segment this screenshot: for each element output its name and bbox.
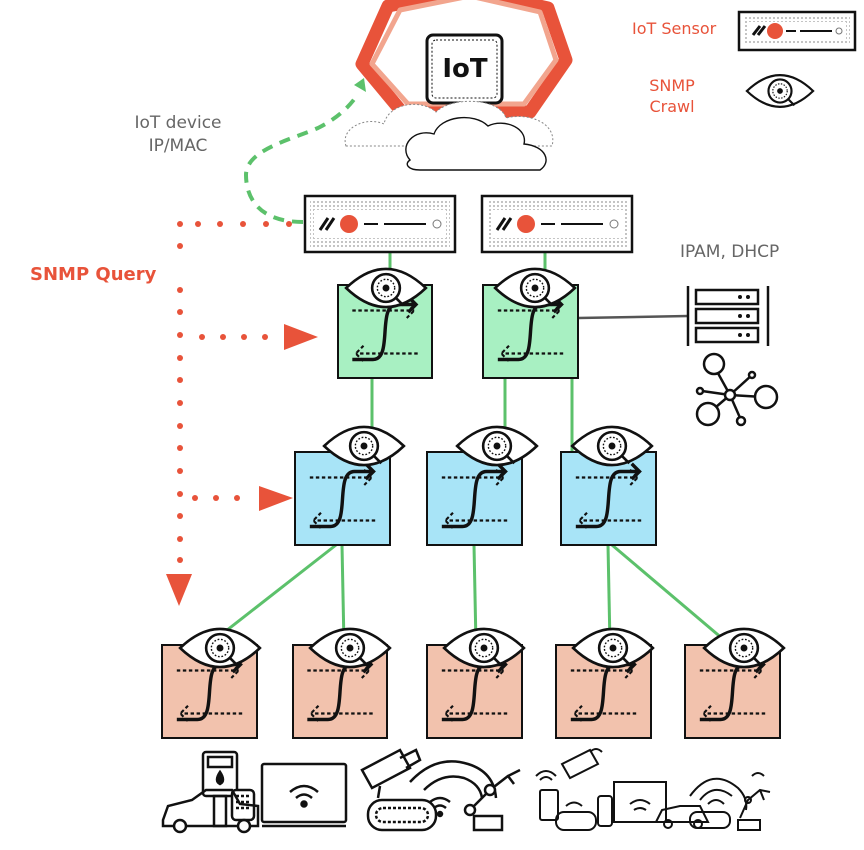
legend-iot-sensor-label: IoT Sensor: [632, 19, 717, 38]
iot-device-label-line-1: IoT device: [134, 113, 222, 133]
ip-mac-flow-arrow: [243, 78, 366, 224]
iot-devices-group-2: [360, 748, 521, 832]
ipam-link: [577, 314, 689, 320]
iot-device-ip-mac-label: IoT device IP/MAC: [118, 112, 238, 158]
access-switch-1: [161, 627, 262, 739]
distribution-switch-1: [294, 425, 406, 546]
snmp-query-arrows: [166, 221, 318, 606]
server-rack-icon: [686, 286, 770, 346]
legend-eye-icon: [745, 74, 815, 108]
iot-devices-group-1: [161, 750, 348, 834]
legend-snmp-crawl-line-1: SNMP: [649, 76, 695, 95]
access-switch-2: [292, 627, 392, 739]
core-switch-2: [482, 267, 579, 379]
distribution-switch-3: [560, 425, 657, 546]
iot-sensor-right: [480, 194, 634, 254]
iot-cloud: [344, 0, 573, 171]
iot-devices-group-3: [535, 748, 771, 831]
core-switch-1: [337, 267, 433, 379]
access-switch-3: [426, 627, 526, 739]
distribution-switch-2: [426, 425, 539, 546]
iot-cloud-label: IoT: [442, 54, 488, 84]
ipam-dhcp-label: IPAM, DHCP: [680, 242, 780, 262]
legend-snmp-crawl-line-2: Crawl: [649, 97, 695, 116]
legend-sensor-icon: [737, 10, 857, 52]
access-switch-5: [684, 627, 786, 739]
iot-device-label-line-2: IP/MAC: [148, 136, 208, 156]
snmp-query-label: SNMP Query: [30, 264, 157, 285]
network-nodes-icon: [695, 352, 779, 427]
access-switch-4: [555, 627, 655, 739]
iot-sensor-left: [303, 194, 457, 254]
legend-snmp-crawl-label: SNMP Crawl: [648, 75, 696, 117]
